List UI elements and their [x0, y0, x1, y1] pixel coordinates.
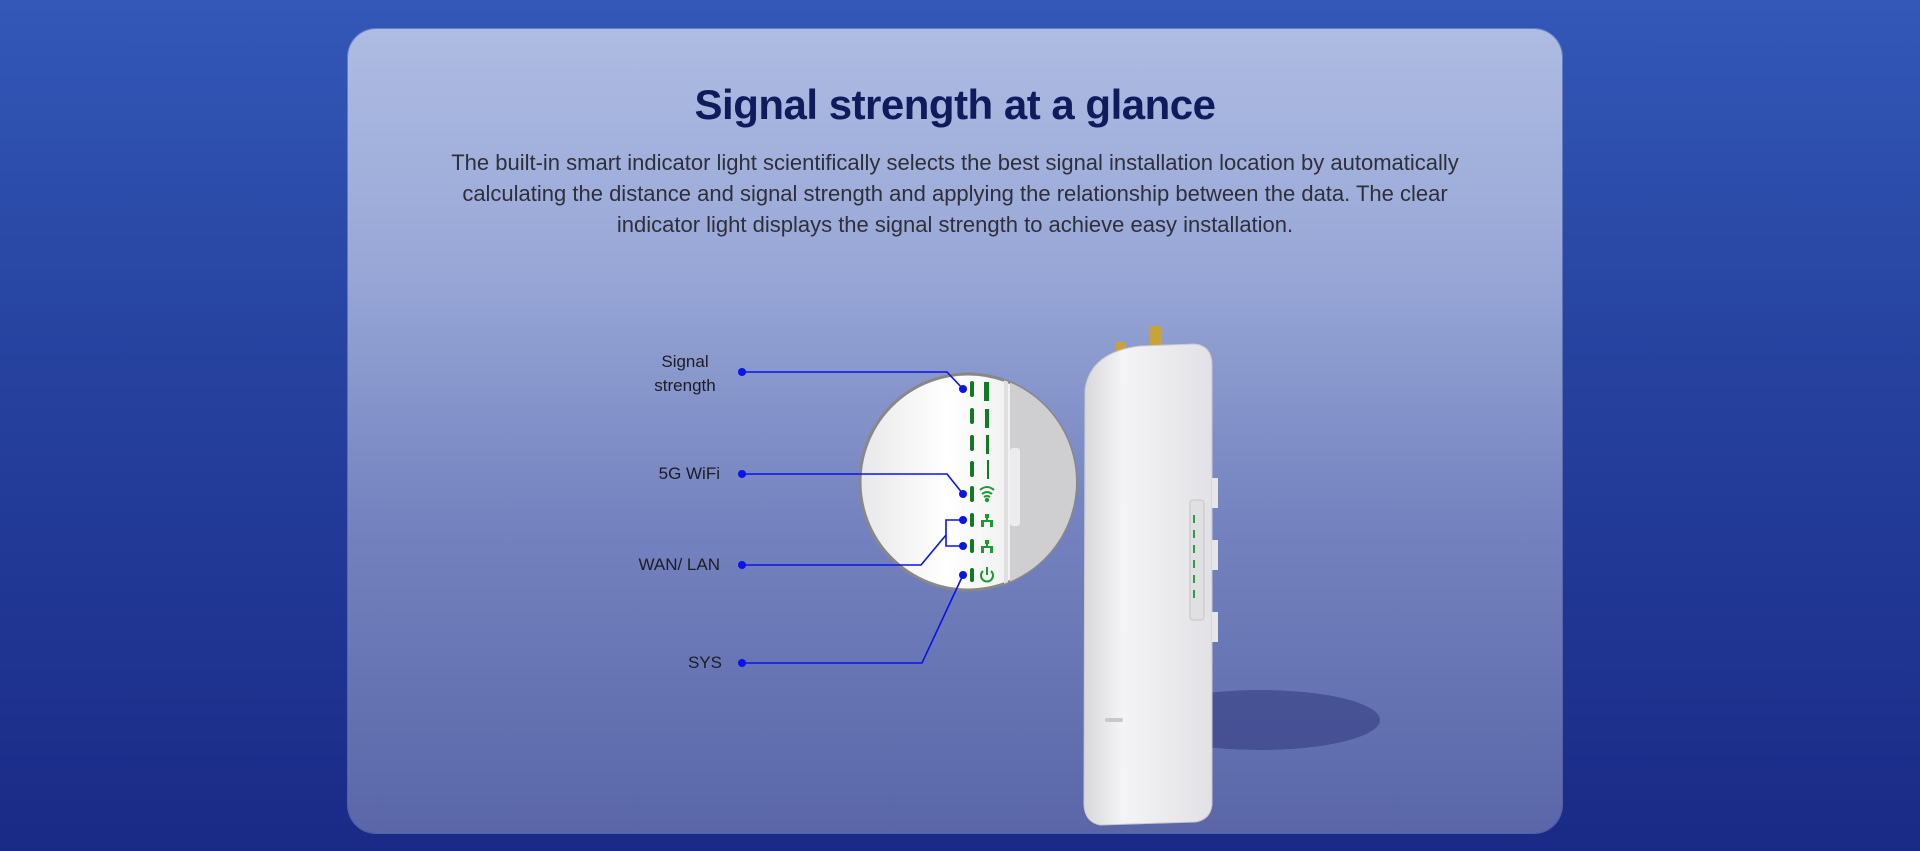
label-signal-line2: strength: [654, 376, 716, 395]
zoomed-leds: [970, 381, 974, 582]
device-mini-leds: [1193, 515, 1195, 598]
wifi-icon: [979, 486, 995, 503]
callout-bracket-wanlan: [945, 519, 963, 547]
label-signal-strength: Signal strength: [640, 350, 730, 398]
callout-dots: [738, 368, 967, 667]
signal-bars-icon: [984, 382, 989, 479]
label-5g-wifi: 5G WiFi: [658, 464, 720, 483]
callout-line-signal: [742, 371, 964, 390]
feature-panel: Signal strength at a glance The built-in…: [348, 29, 1562, 833]
device-vent: [1105, 718, 1123, 722]
page-title: Signal strength at a glance: [694, 81, 1216, 128]
device-clip: [1212, 612, 1218, 642]
label-signal-line1: Signal: [661, 352, 709, 371]
label-wan-lan: WAN/ LAN: [638, 555, 720, 574]
callout-line-wifi: [742, 473, 964, 495]
device-led-strip: [1189, 499, 1205, 621]
feature-description: The built-in smart indicator light scien…: [451, 150, 1459, 237]
callout-lines: [742, 371, 964, 664]
callout-line-sys: [742, 574, 964, 664]
wan-icon: [981, 514, 993, 527]
power-icon: [980, 567, 994, 583]
device-clip: [1212, 540, 1218, 570]
label-sys: SYS: [687, 653, 722, 672]
lan-icon: [981, 540, 993, 553]
device-clip: [1212, 478, 1218, 508]
callout-line-wanlan: [742, 534, 947, 566]
device-body: [1083, 343, 1213, 826]
